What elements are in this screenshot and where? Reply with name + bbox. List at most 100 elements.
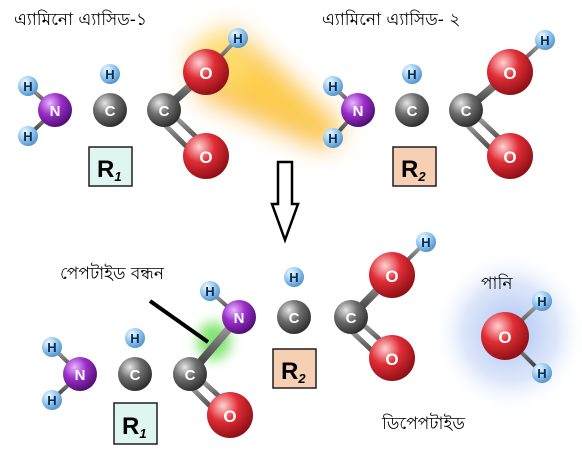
r1-letter: R bbox=[97, 156, 114, 183]
carbon-atom: C bbox=[449, 93, 483, 127]
svg-text:H: H bbox=[537, 294, 546, 309]
svg-text:C: C bbox=[159, 103, 170, 120]
hydrogen-atom: H bbox=[323, 128, 343, 148]
svg-text:H: H bbox=[205, 284, 214, 299]
hydrogen-atom: H bbox=[18, 76, 38, 96]
r1-group-box-top: R1 bbox=[88, 146, 133, 187]
hydrogen-atom: H bbox=[18, 126, 38, 146]
svg-text:H: H bbox=[47, 393, 56, 408]
oxygen-atom: O bbox=[481, 312, 529, 360]
svg-text:H: H bbox=[540, 33, 549, 48]
dipeptide: H H N H C C O H N H C C O H O bbox=[42, 232, 436, 438]
oxygen-atom: O bbox=[207, 392, 253, 438]
amino-acid-2: H H N H C C O H O bbox=[323, 30, 555, 179]
svg-text:R1: R1 bbox=[97, 156, 122, 184]
svg-text:C: C bbox=[130, 367, 141, 384]
hydrogen-atom: H bbox=[402, 64, 422, 84]
svg-text:C: C bbox=[105, 103, 116, 120]
r2-subscript: 2 bbox=[297, 371, 306, 386]
hydrogen-atom: H bbox=[532, 291, 552, 311]
svg-text:O: O bbox=[223, 407, 236, 426]
r1-subscript: 1 bbox=[139, 426, 146, 441]
svg-text:N: N bbox=[234, 310, 245, 327]
r2-letter: R bbox=[281, 358, 298, 385]
svg-text:R2: R2 bbox=[281, 358, 306, 386]
carbon-atom: C bbox=[277, 300, 311, 334]
svg-text:N: N bbox=[353, 103, 364, 120]
svg-text:C: C bbox=[289, 310, 300, 327]
svg-text:O: O bbox=[199, 148, 212, 167]
svg-text:H: H bbox=[233, 31, 242, 46]
r1-letter: R bbox=[122, 413, 139, 440]
amino-acid-2-label: এ্যামিনো এ্যাসিড- ২ bbox=[322, 10, 461, 30]
svg-text:H: H bbox=[421, 235, 430, 250]
carbon-atom: C bbox=[93, 93, 127, 127]
svg-text:O: O bbox=[199, 64, 212, 83]
oxygen-atom: O bbox=[487, 133, 533, 179]
hydrogen-atom: H bbox=[42, 337, 62, 357]
hydrogen-atom: H bbox=[228, 28, 248, 48]
r1-subscript: 1 bbox=[114, 169, 121, 184]
hydrogen-atom: H bbox=[100, 64, 120, 84]
hydrogen-atom: H bbox=[284, 267, 304, 287]
svg-text:H: H bbox=[537, 366, 546, 381]
amino-acid-1-label: এ্যামিনো এ্যাসিড-১ bbox=[14, 10, 147, 30]
svg-text:H: H bbox=[47, 340, 56, 355]
water-label: পানি bbox=[481, 274, 513, 294]
r1-group-box-bottom: R1 bbox=[113, 402, 158, 445]
svg-text:H: H bbox=[23, 79, 32, 94]
svg-text:H: H bbox=[407, 67, 416, 82]
oxygen-atom: O bbox=[183, 133, 229, 179]
svg-text:C: C bbox=[461, 103, 472, 120]
svg-text:O: O bbox=[498, 328, 511, 347]
svg-text:R1: R1 bbox=[122, 413, 147, 441]
hydrogen-atom: H bbox=[416, 232, 436, 252]
svg-text:C: C bbox=[407, 103, 418, 120]
nitrogen-atom: N bbox=[63, 357, 97, 391]
svg-text:H: H bbox=[105, 67, 114, 82]
carbon-atom: C bbox=[118, 357, 152, 391]
svg-text:O: O bbox=[503, 64, 516, 83]
water-molecule: H H O bbox=[481, 291, 552, 383]
svg-text:H: H bbox=[328, 131, 337, 146]
down-arrow-icon bbox=[270, 160, 300, 244]
nitrogen-atom: N bbox=[38, 93, 72, 127]
dipeptide-label: ডিপেপটাইড bbox=[382, 414, 465, 434]
r2-subscript: 2 bbox=[417, 169, 426, 184]
r2-group-box-bottom: R2 bbox=[272, 348, 317, 389]
carbon-atom: C bbox=[173, 357, 207, 391]
svg-text:O: O bbox=[503, 148, 516, 167]
peptide-bond-pointer bbox=[148, 299, 210, 344]
svg-text:H: H bbox=[23, 129, 32, 144]
svg-text:H: H bbox=[328, 79, 337, 94]
r2-letter: R bbox=[401, 156, 418, 183]
hydrogen-atom: H bbox=[125, 328, 145, 348]
nitrogen-atom: N bbox=[222, 300, 256, 334]
hydrogen-atom: H bbox=[535, 30, 555, 50]
carbon-atom: C bbox=[334, 300, 368, 334]
peptide-bond-label: পেপটাইড বন্ধন bbox=[60, 264, 164, 284]
oxygen-atom: O bbox=[487, 49, 533, 95]
svg-text:O: O bbox=[385, 350, 398, 369]
svg-text:N: N bbox=[75, 367, 86, 384]
hydrogen-atom: H bbox=[200, 281, 220, 301]
r2-group-box-top: R2 bbox=[392, 146, 437, 187]
svg-text:O: O bbox=[385, 267, 398, 286]
nitrogen-atom: N bbox=[341, 93, 375, 127]
amino-acid-1: H H N H C C O H O bbox=[18, 28, 248, 179]
svg-text:R2: R2 bbox=[401, 156, 426, 184]
svg-text:C: C bbox=[346, 310, 357, 327]
hydrogen-atom: H bbox=[323, 76, 343, 96]
svg-text:N: N bbox=[50, 103, 61, 120]
oxygen-atom: O bbox=[369, 252, 415, 298]
hydrogen-atom: H bbox=[532, 363, 552, 383]
oxygen-atom: O bbox=[369, 335, 415, 381]
carbon-atom: C bbox=[147, 93, 181, 127]
svg-text:H: H bbox=[130, 331, 139, 346]
carbon-atom: C bbox=[395, 93, 429, 127]
hydrogen-atom: H bbox=[42, 390, 62, 410]
svg-text:H: H bbox=[289, 270, 298, 285]
oxygen-atom: O bbox=[183, 49, 229, 95]
